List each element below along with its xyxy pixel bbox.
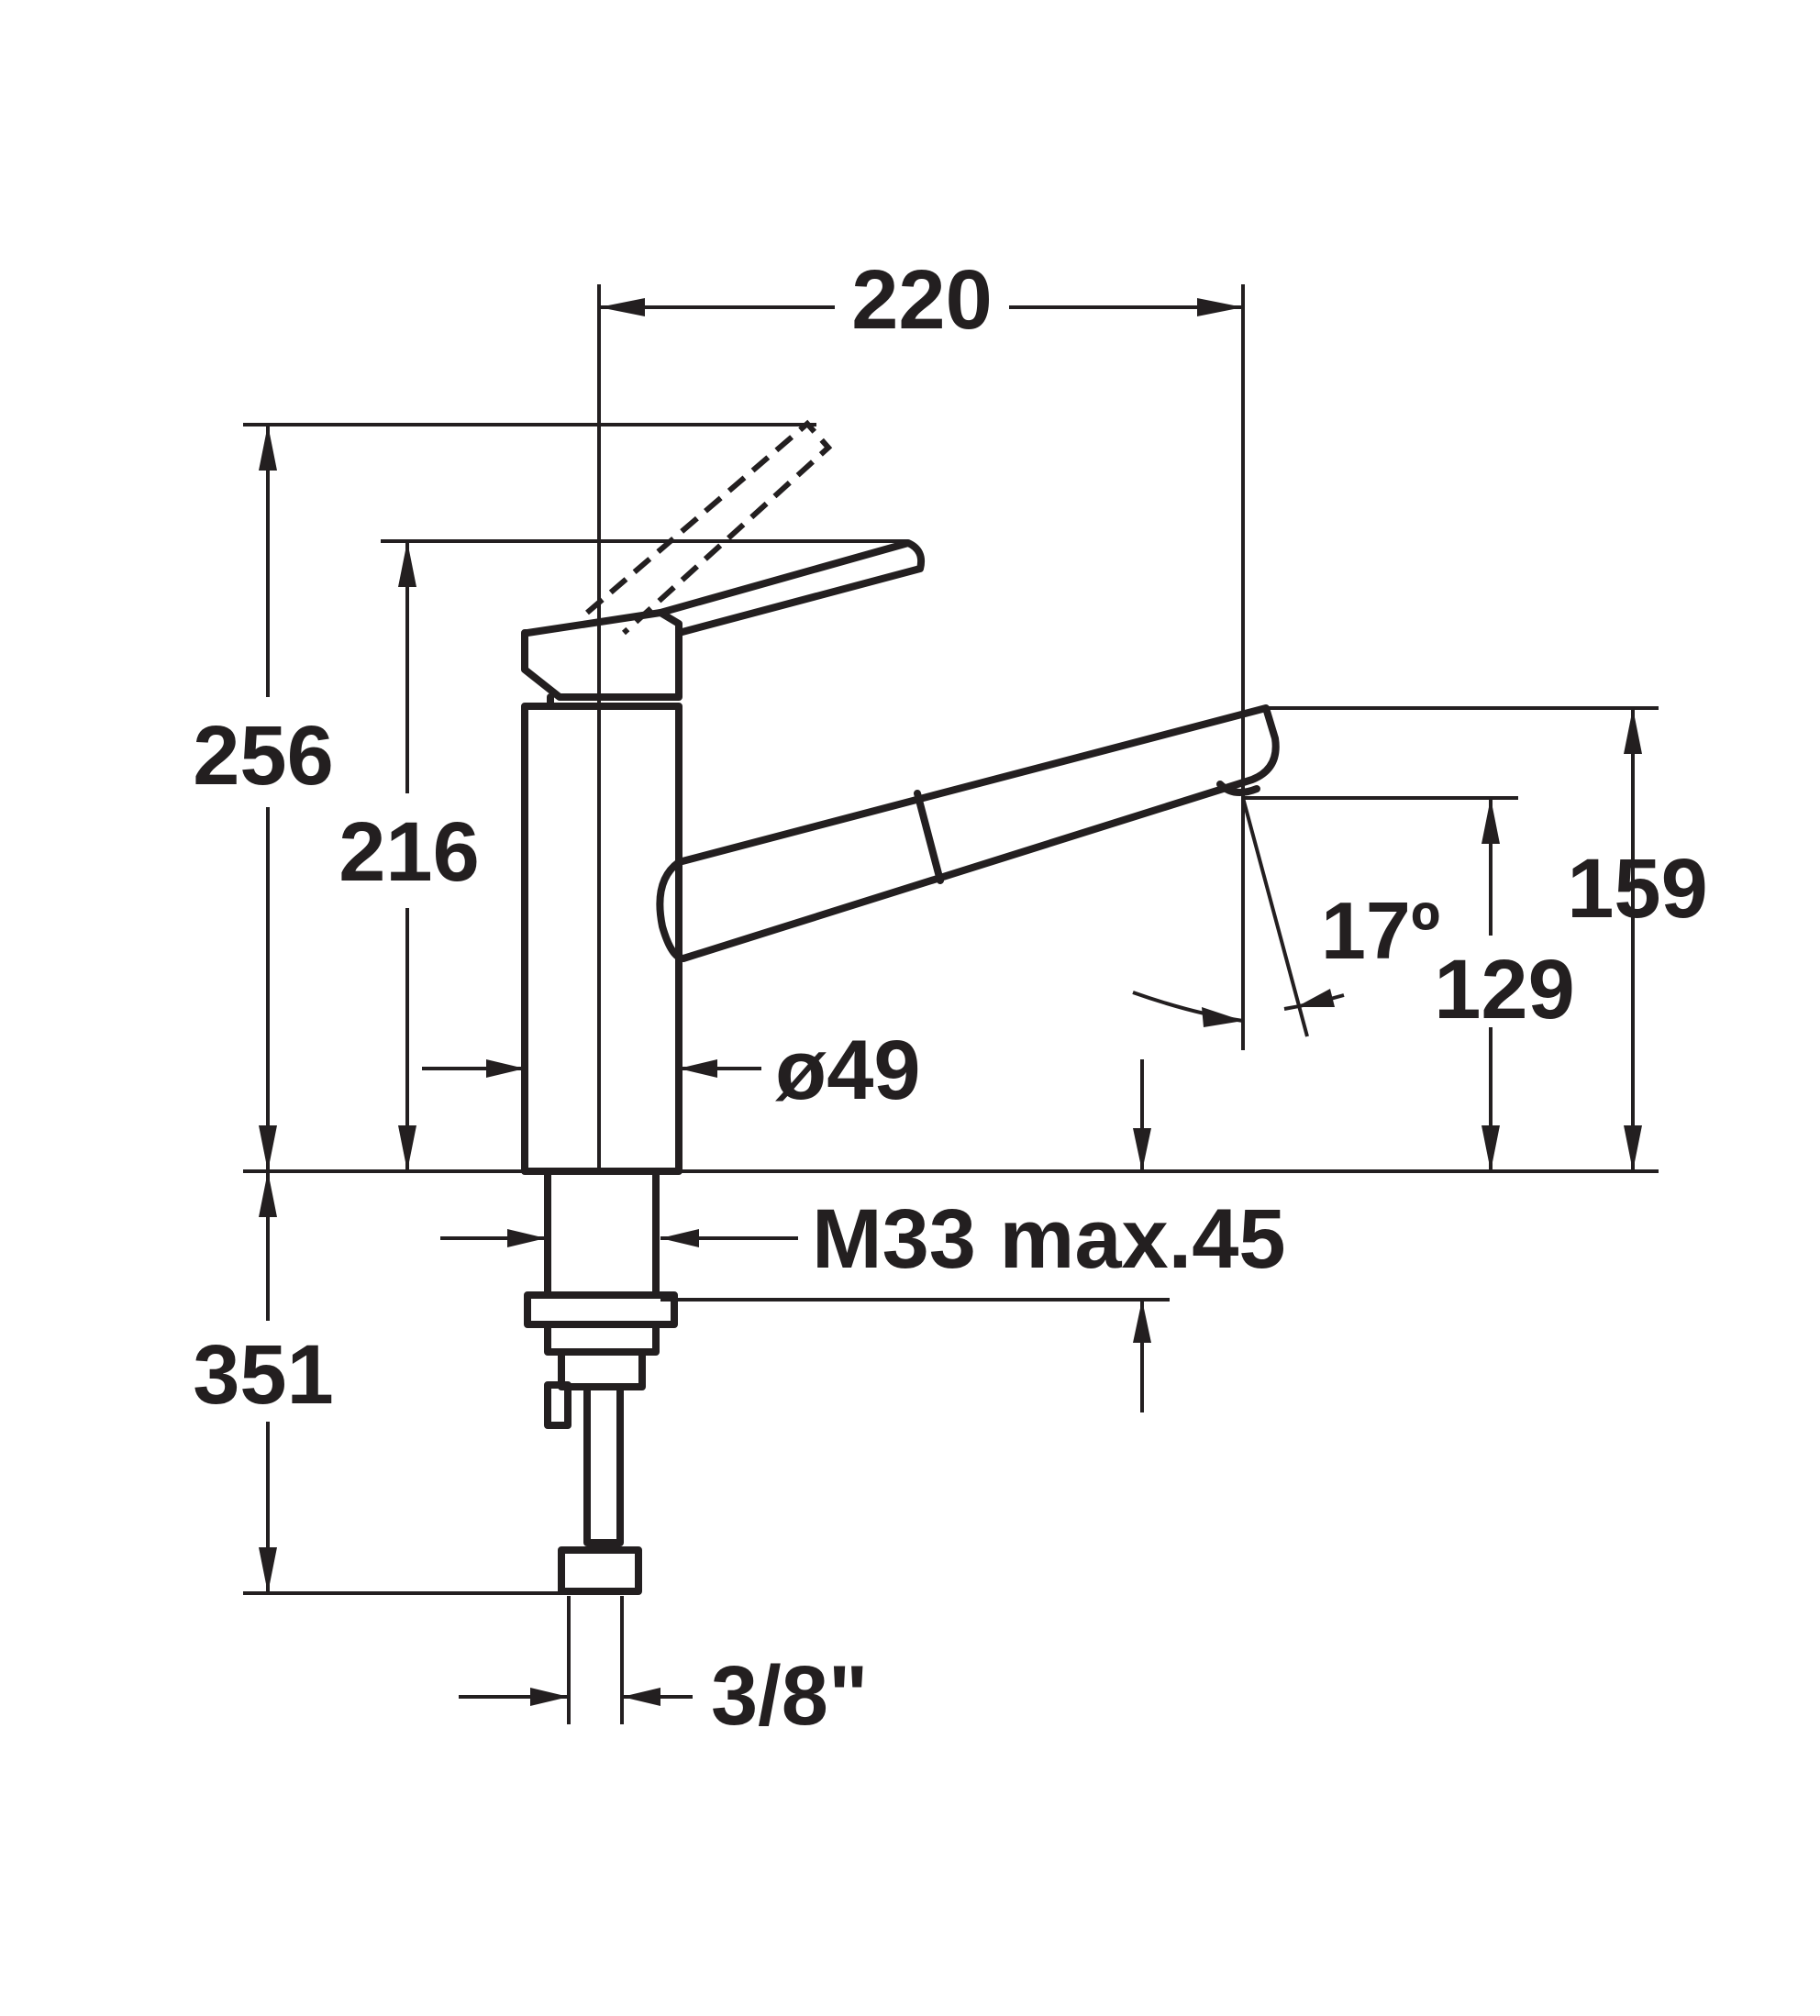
dimension-labels: 220 256 216 159 129 17º ø49 M33 max.45 3… [193, 253, 1708, 1743]
label-220: 220 [851, 253, 993, 347]
label-3-8-inch: 3/8" [711, 1649, 869, 1743]
dimension-159 [1624, 708, 1642, 1171]
label-mounting-thread: M33 max.45 [812, 1192, 1286, 1286]
dimension-diameter-49 [422, 1059, 761, 1078]
label-159: 159 [1567, 842, 1708, 936]
dimension-220 [599, 298, 1243, 316]
faucet-body [521, 419, 1280, 1595]
label-216: 216 [338, 805, 480, 899]
dimension-216 [398, 541, 416, 1171]
label-129: 129 [1434, 943, 1575, 1036]
label-17-degrees: 17º [1321, 885, 1440, 976]
label-256: 256 [193, 709, 334, 803]
label-351: 351 [193, 1328, 334, 1422]
label-diameter-49: ø49 [775, 1024, 921, 1117]
extension-lines [243, 284, 1659, 1595]
dimension-thread [440, 1229, 798, 1247]
swivel-angle-marker [1132, 797, 1345, 1037]
dimension-sink-thickness [1133, 1059, 1151, 1412]
dimension-256 [259, 425, 277, 1171]
dimension-351 [259, 1171, 277, 1593]
dimension-connection [459, 1596, 693, 1724]
dimension-129 [1482, 798, 1500, 1171]
